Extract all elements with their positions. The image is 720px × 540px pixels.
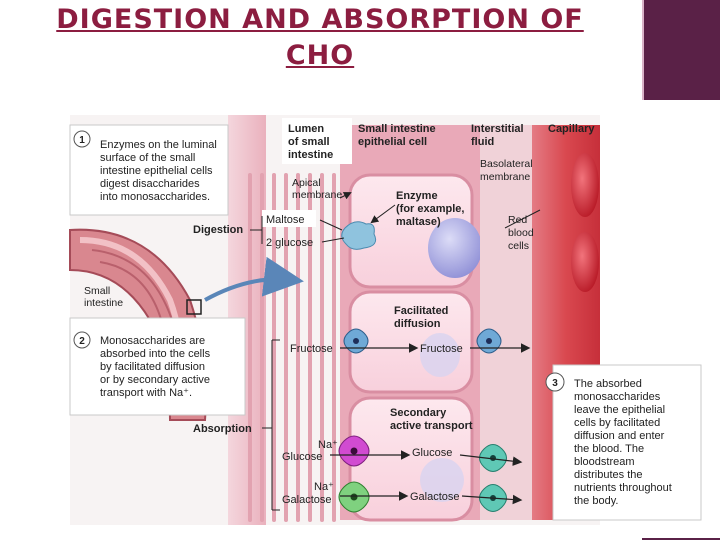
corner-accent-line (642, 538, 720, 540)
maltose-label-bg (262, 210, 316, 227)
epithelial-header-line1: Small intestine (358, 123, 436, 135)
facilitated-label-line1: Facilitated (394, 305, 448, 317)
secondary-label-line2: active transport (390, 420, 473, 432)
apical-label-line1: Apical (292, 177, 321, 189)
step2-box (69, 317, 246, 416)
step2-line5: transport with Na⁺. (100, 387, 192, 399)
fructose-transporter-basolateral (476, 328, 502, 354)
enzyme-maltase (341, 221, 377, 250)
step3-line10: the body. (574, 495, 618, 507)
step3-line2: monosaccharides (574, 391, 661, 403)
glucose-right-label: Glucose (412, 447, 452, 459)
digestion-label: Digestion (193, 224, 243, 236)
basolateral-label-line2: membrane (480, 171, 530, 183)
step1-box (69, 124, 229, 216)
nucleus-top (428, 218, 482, 278)
step1-line4: digest disaccharides (100, 178, 200, 190)
red-blood-cell-2 (571, 232, 599, 292)
red-blood-pointer (504, 209, 541, 229)
lumen-header-bg (282, 118, 352, 164)
slide-title-line1: DIGESTION AND ABSORPTION OF (56, 4, 584, 35)
step3-number: 3 (552, 378, 558, 389)
enzyme-label-line1: Enzyme (396, 190, 438, 202)
facilitated-label-line2: diffusion (394, 318, 441, 330)
enzyme-pointer (370, 204, 396, 224)
digestion-bracket (250, 216, 263, 244)
interstitial-header-line1: Interstitial (471, 123, 524, 135)
small-intestine-label-line2: intestine (84, 297, 123, 309)
step3-line7: bloodstream (574, 456, 635, 468)
galactose-right-label: Galactose (410, 491, 460, 503)
apical-pointer (339, 192, 352, 200)
absorption-bracket (262, 339, 280, 511)
red-blood-label-line1: Red (508, 214, 527, 226)
step3-line5: diffusion and enter (574, 430, 665, 442)
na2-label: Na⁺ (314, 481, 334, 493)
step2-line3: by facilitated diffusion (100, 361, 205, 373)
step2-line4: or by secondary active (100, 374, 210, 386)
step2-number: 2 (79, 336, 85, 347)
step2-line2: absorbed into the cells (100, 348, 211, 360)
step1-badge (73, 130, 91, 148)
step2-badge (73, 331, 91, 349)
step1-line5: into monosaccharides. (100, 191, 210, 203)
step1-line1: Enzymes on the luminal (100, 139, 217, 151)
microvilli (248, 173, 336, 522)
corner-accent-block (642, 0, 720, 100)
capillary-header: Capillary (548, 123, 595, 135)
glucose-left-label: Glucose (282, 451, 322, 463)
step1-number: 1 (79, 135, 85, 146)
epithelial-header-line2: epithelial cell (358, 136, 427, 148)
nucleus-bottom (420, 458, 464, 502)
sglt-transporter-galactose (338, 481, 370, 513)
enzyme-label-line2: (for example, (396, 203, 464, 215)
maltose-label: Maltose (266, 214, 305, 226)
secondary-label-line1: Secondary (390, 407, 447, 419)
step3-box (552, 364, 702, 521)
fructose-right-label: Fructose (420, 343, 463, 355)
lumen-header-line2: of small (288, 136, 330, 148)
step3-line4: cells by facilitated (574, 417, 660, 429)
lumen-header-line3: intestine (288, 149, 333, 161)
fructose-left-label: Fructose (290, 343, 333, 355)
step3-line9: nutrients throughout (574, 482, 672, 494)
small-intestine-label-line1: Small (84, 285, 110, 297)
step3-line8: distributes the (574, 469, 642, 481)
maltose-pointers (319, 219, 345, 243)
step2-line1: Monosaccharides are (100, 335, 205, 347)
red-blood-label-line2: blood (508, 227, 534, 239)
enzyme-label-line3: maltase) (396, 216, 441, 228)
nucleus-middle (420, 333, 460, 377)
interstitial-header-line2: fluid (471, 136, 494, 148)
slide-title-line2: CHO (285, 40, 355, 71)
fructose-transporter-apical (343, 328, 369, 354)
step3-line3: leave the epithelial (574, 404, 665, 416)
apical-label-line2: membrane (292, 189, 342, 201)
step1-line2: surface of the small (100, 152, 195, 164)
basolateral-label-line1: Basolateral (480, 158, 533, 170)
red-blood-cell-1 (571, 153, 599, 217)
red-blood-label-line3: cells (508, 240, 529, 252)
galactose-left-label: Galactose (282, 494, 332, 506)
slide-title: DIGESTION AND ABSORPTION OF CHO (40, 2, 600, 74)
transport-arrows (330, 343, 531, 505)
absorption-label: Absorption (193, 423, 252, 435)
step3-line6: the blood. The (574, 443, 644, 455)
step1-line3: intestine epithelial cells (100, 165, 213, 177)
glucose2-label: 2 glucose (266, 237, 313, 249)
step3-badge (545, 372, 565, 392)
zoom-arrow (204, 256, 304, 302)
lumen-header-line1: Lumen (288, 123, 324, 135)
step3-line1: The absorbed (574, 378, 642, 390)
na1-label: Na⁺ (318, 439, 338, 451)
